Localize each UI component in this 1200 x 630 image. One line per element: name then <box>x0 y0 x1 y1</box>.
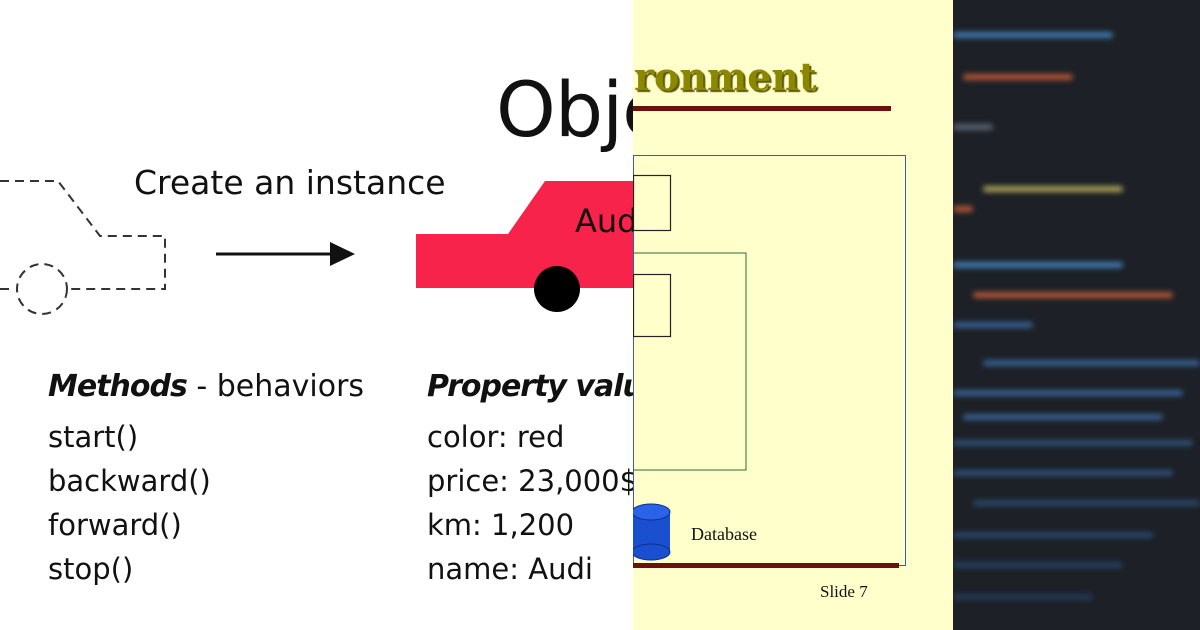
dashed-car-blueprint-icon <box>0 180 166 315</box>
methods-heading-bold: Methods <box>48 369 188 404</box>
properties-heading: Property values <box>427 369 633 404</box>
object-heading: Obje <box>496 65 633 154</box>
method-item: forward() <box>48 508 182 542</box>
car-brand-label: Aud <box>575 202 633 240</box>
diagram-box-top <box>633 174 672 232</box>
methods-list: start() backward() forward() stop() <box>48 415 211 591</box>
database-icon <box>633 503 671 561</box>
blurred-code-lines <box>953 32 1200 600</box>
car-diagram-graphics <box>0 180 633 315</box>
property-item: name: Audi <box>427 552 593 586</box>
diagram-box-middle <box>633 273 672 338</box>
footer-rule <box>633 563 899 568</box>
slide-title: ronment <box>634 54 817 99</box>
slide-number: Slide 7 <box>820 582 868 601</box>
database-label: Database <box>691 524 757 544</box>
property-item: km: 1,200 <box>427 508 575 542</box>
method-item: start() <box>48 420 139 454</box>
methods-heading-rest: - behaviors <box>186 369 365 404</box>
outer-frame <box>633 155 906 566</box>
object-diagram-panel: Obje Create an instance Aud Methods - be… <box>0 65 633 591</box>
method-item: backward() <box>48 464 211 498</box>
property-item: price: 23,000$ <box>427 464 633 498</box>
title-underline <box>633 106 891 111</box>
properties-list: color: red price: 23,000$ km: 1,200 name… <box>427 415 633 591</box>
slide-diagram-graphics <box>633 106 906 568</box>
property-item: color: red <box>427 420 565 454</box>
arrow-right-icon <box>216 242 355 266</box>
code-editor-background <box>953 0 1200 630</box>
connector-bracket <box>633 252 747 471</box>
red-car-instance-icon <box>416 181 633 312</box>
methods-heading: Methods - behaviors <box>48 372 364 402</box>
create-instance-caption: Create an instance <box>134 163 446 202</box>
method-item: stop() <box>48 552 134 586</box>
slide-excerpt-panel <box>633 0 953 630</box>
